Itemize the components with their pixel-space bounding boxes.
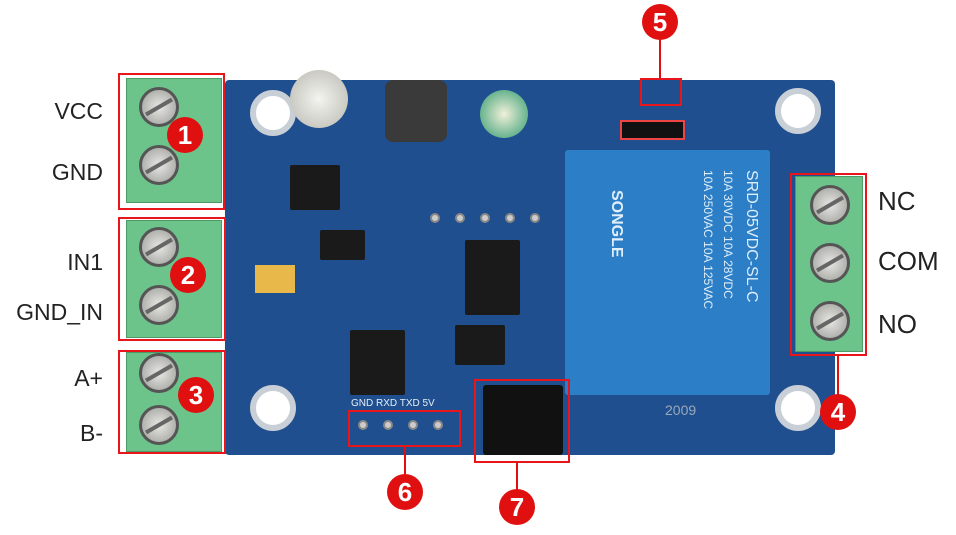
capacitor — [480, 90, 528, 138]
label-a-plus: A+ — [74, 365, 103, 391]
label-nc: NC — [878, 186, 916, 216]
callout-1: 1 — [167, 117, 203, 153]
highlight-box-3 — [118, 350, 226, 454]
highlight-box-4 — [790, 173, 867, 356]
relay: SONGLE SRD-05VDC-SL-C 10A 250VAC 10A 125… — [565, 150, 770, 395]
diode — [350, 330, 405, 395]
callout-7: 7 — [499, 489, 535, 525]
inductor — [385, 80, 447, 142]
led — [620, 120, 685, 140]
label-b-minus: B- — [80, 420, 103, 446]
relay-model: SRD-05VDC-SL-C — [743, 170, 760, 303]
highlight-box-5 — [640, 78, 682, 106]
ic-chip — [290, 165, 340, 210]
jumper-block[interactable] — [483, 385, 563, 455]
terminal-block-rs485 — [126, 352, 222, 452]
callout-5: 5 — [642, 4, 678, 40]
header-pin-labels: GND RXD TXD 5V — [351, 398, 435, 409]
highlight-box-6 — [348, 410, 461, 447]
relay-rating-ac: 10A 250VAC 10A 125VAC — [701, 170, 715, 309]
mounting-hole — [775, 385, 821, 431]
label-vcc: VCC — [54, 98, 103, 124]
ic-chip — [465, 240, 520, 315]
relay-rating-dc: 10A 30VDC 10A 28VDC — [721, 170, 735, 299]
callout-3: 3 — [178, 377, 214, 413]
label-in1: IN1 — [67, 249, 103, 275]
highlight-box-1 — [118, 73, 225, 210]
label-gnd-in: GND_IN — [16, 299, 103, 325]
callout-2: 2 — [170, 257, 206, 293]
label-gnd: GND — [51, 159, 103, 185]
terminal-block-relay — [795, 176, 863, 352]
label-no: NO — [878, 309, 917, 339]
mounting-hole — [775, 88, 821, 134]
highlight-box-7 — [474, 379, 570, 463]
ic-chip — [455, 325, 505, 365]
label-com: COM — [878, 246, 939, 276]
board-mark: 2009 — [665, 402, 697, 418]
callout-6: 6 — [387, 474, 423, 510]
highlight-box-2 — [118, 217, 226, 341]
capacitor — [290, 70, 348, 128]
transistor — [320, 230, 365, 260]
crystal — [255, 265, 295, 293]
relay-brand: SONGLE — [608, 190, 625, 258]
callout-4: 4 — [820, 394, 856, 430]
mounting-hole — [250, 385, 296, 431]
